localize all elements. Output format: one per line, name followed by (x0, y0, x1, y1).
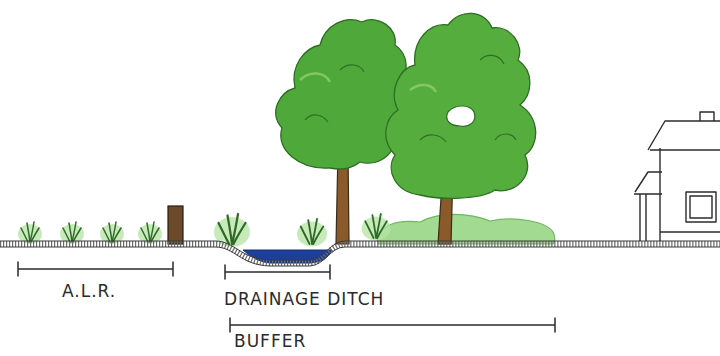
house-base (660, 231, 720, 232)
ditch-bracket (225, 265, 330, 279)
canopy-gap (447, 106, 475, 126)
grass-tuft (362, 214, 391, 240)
dimension-label: BUFFER (234, 331, 306, 351)
porch-post (640, 194, 646, 241)
dimension-label: DRAINAGE DITCH (224, 289, 384, 309)
dimension-label: A.L.R. (62, 281, 116, 301)
grass-tuft (214, 214, 250, 247)
house-roof (648, 121, 720, 150)
ground-line (0, 241, 720, 260)
porch-roof (634, 172, 662, 194)
house-window (686, 192, 716, 222)
shrub (377, 214, 554, 244)
ground-line (0, 247, 720, 266)
buffer-bracket (230, 318, 555, 332)
tree-canopy (386, 13, 536, 198)
house-eave (650, 149, 720, 150)
alr-bracket (18, 262, 173, 276)
window-frame (690, 196, 712, 218)
fence-post (168, 206, 183, 244)
foliage-detail (305, 55, 516, 142)
grass-tuft (297, 219, 327, 247)
house-chimney (700, 112, 714, 121)
foliage-highlight (300, 73, 436, 92)
house (634, 112, 720, 241)
dimension-brackets (18, 262, 555, 332)
